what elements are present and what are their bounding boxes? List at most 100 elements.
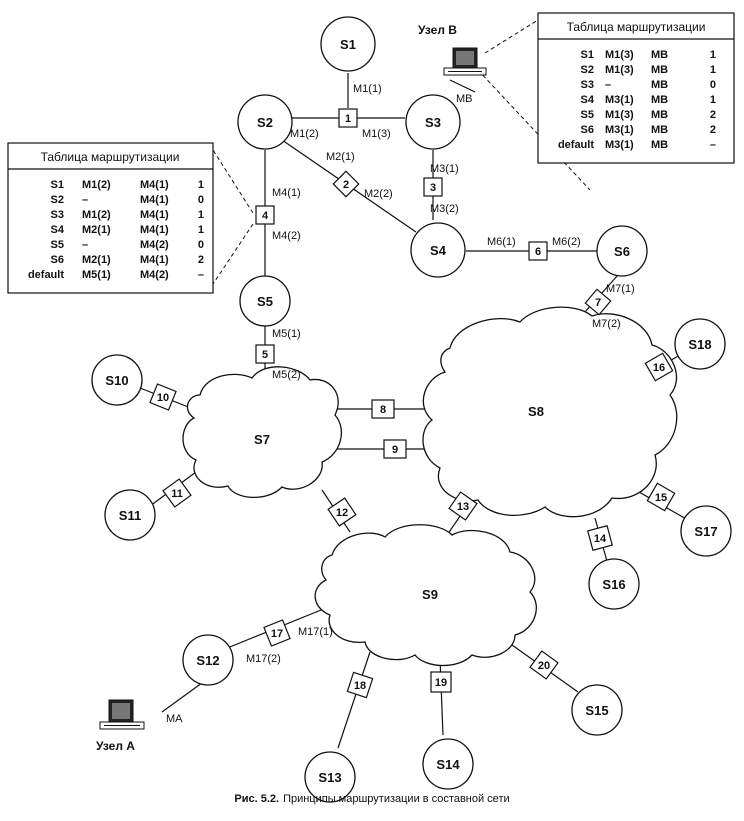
svg-text:1: 1 (710, 64, 716, 76)
node-label: S6 (614, 244, 630, 259)
node-s4 (410, 222, 466, 278)
svg-text:MB: MB (651, 139, 668, 151)
router-label: 11 (171, 488, 183, 500)
host-label: Узел А (96, 739, 135, 753)
router-13: 13 (448, 491, 478, 521)
svg-text:S4: S4 (581, 94, 595, 106)
table-row: S4 M3(1) MB 1 (581, 94, 716, 106)
node-label: S4 (430, 243, 447, 258)
svg-text:M4(2): M4(2) (140, 269, 169, 281)
svg-text:1: 1 (198, 224, 204, 236)
svg-text:MB: MB (651, 79, 668, 91)
svg-text:1: 1 (710, 49, 716, 61)
table-row: default M5(1) M4(2) – (28, 269, 204, 281)
node-label: S14 (436, 757, 460, 772)
svg-text:2: 2 (710, 124, 716, 136)
port-label: M3(2) (430, 203, 459, 215)
router-label: 10 (157, 392, 169, 404)
table-row: S2 – M4(1) 0 (51, 194, 204, 206)
router-label: 16 (653, 362, 665, 374)
svg-text:M3(1): M3(1) (605, 139, 634, 151)
svg-text:–: – (605, 79, 611, 91)
svg-text:S2: S2 (581, 64, 594, 76)
router-10: 10 (149, 383, 177, 411)
node-label: S7 (254, 432, 270, 447)
router-6: 6 (528, 241, 548, 261)
port-label: M17(2) (246, 653, 281, 665)
node-label: S2 (257, 115, 273, 130)
table-row: S4 M2(1) M4(1) 1 (51, 224, 204, 236)
computer-icon (99, 699, 145, 730)
svg-text:MB: MB (651, 49, 668, 61)
node-label: S9 (422, 587, 438, 602)
router-19: 19 (430, 671, 452, 693)
node-label: S11 (119, 508, 141, 523)
table-row: S1 M1(2) M4(1) 1 (51, 179, 204, 191)
figure-caption: Рис. 5.2.Принципы маршрутизации в состав… (0, 793, 744, 805)
router-7: 7 (584, 288, 612, 316)
port-label: M17(1) (298, 626, 333, 638)
svg-text:1: 1 (710, 94, 716, 106)
router-9: 9 (383, 439, 407, 459)
table-rows: S1 M1(3) MB 1 S2 M1(3) MB 1 S3 – MB 0 S4… (558, 49, 716, 151)
svg-text:M4(1): M4(1) (140, 179, 169, 191)
node-s3 (405, 94, 461, 150)
cloud-s8 (422, 306, 678, 518)
node-label: S3 (425, 115, 441, 130)
router-1: 1 (338, 108, 358, 128)
node-s13 (304, 751, 356, 803)
cloud-s9 (314, 524, 537, 667)
router-label: 9 (392, 444, 398, 456)
svg-text:–: – (710, 139, 716, 151)
svg-text:–: – (82, 194, 88, 206)
svg-text:S5: S5 (51, 239, 64, 251)
svg-text:0: 0 (198, 194, 204, 206)
port-label: M2(1) (326, 151, 355, 163)
node-label: S17 (694, 524, 717, 539)
node-label: S5 (257, 294, 273, 309)
router-label: 4 (262, 210, 269, 222)
node-label: S12 (196, 653, 219, 668)
svg-text:S4: S4 (51, 224, 65, 236)
router-label: 17 (271, 628, 283, 640)
router-14: 14 (587, 525, 613, 551)
svg-text:MB: MB (651, 64, 668, 76)
host-b: Узел В (418, 23, 487, 76)
cloud-s7 (182, 366, 343, 499)
table-title: Таблица маршрутизации (567, 20, 706, 34)
router-label: 18 (354, 680, 366, 692)
svg-text:1: 1 (198, 209, 204, 221)
svg-text:M4(1): M4(1) (140, 254, 169, 266)
node-label: S1 (340, 37, 356, 52)
port-label: M6(1) (487, 236, 516, 248)
node-s10 (91, 354, 143, 406)
node-label: S16 (602, 577, 625, 592)
routing-table-router-4: Таблица маршрутизации S1 M1(2) M4(1) 1 S… (7, 142, 214, 294)
svg-text:M2(1): M2(1) (82, 254, 111, 266)
node-s6 (596, 225, 648, 277)
router-2: 2 (332, 170, 360, 198)
router-15: 15 (646, 482, 676, 512)
node-labels: S1 S2 S3 S4 S5 S6 S7 S8 S9 S10 S11 S12 S… (105, 37, 717, 785)
table-row: default M3(1) MB – (558, 139, 716, 151)
svg-text:MB: MB (651, 109, 668, 121)
figure-number: Рис. 5.2. (234, 793, 280, 805)
router-label: 14 (594, 533, 607, 545)
router-4: 4 (255, 205, 275, 225)
port-label: MA (166, 713, 183, 725)
table-rows: S1 M1(2) M4(1) 1 S2 – M4(1) 0 S3 M1(2) M… (28, 179, 204, 281)
table-row: S1 M1(3) MB 1 (581, 49, 716, 61)
svg-text:default: default (558, 139, 594, 151)
clouds (182, 306, 678, 667)
port-labels: M1(1) M1(2) M1(3) M2(1) M2(2) M3(1) M3(2… (166, 83, 635, 725)
svg-text:S3: S3 (581, 79, 594, 91)
svg-text:1: 1 (198, 179, 204, 191)
router-label: 3 (430, 182, 436, 194)
svg-text:MB: MB (651, 94, 668, 106)
node-label: S15 (585, 703, 608, 718)
router-label: 5 (262, 349, 268, 361)
router-label: 19 (435, 677, 447, 689)
node-s5 (239, 275, 291, 327)
router-label: 15 (655, 492, 667, 504)
